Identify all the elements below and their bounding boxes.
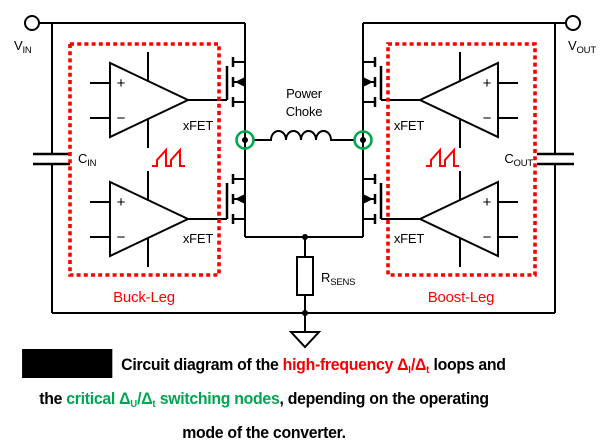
switch-node-left-marker <box>235 130 255 150</box>
resistor-body <box>296 256 314 296</box>
xfet-label-upper-right: xFET <box>394 118 425 133</box>
boost-leg-label: Boost-Leg <box>428 289 495 306</box>
inductor-coil <box>253 130 355 141</box>
green-circle-icon <box>235 130 255 150</box>
rsens-label: RSENS <box>321 270 355 288</box>
switch-node-right-marker <box>353 130 373 150</box>
boost-leg-box <box>386 42 537 277</box>
minus-label: − <box>483 229 492 246</box>
xfet-label-lower-left: xFET <box>183 231 214 246</box>
gate-driver-upper-left: + − <box>90 52 191 148</box>
output-rail <box>363 15 581 313</box>
plus-label: + <box>117 75 126 92</box>
mosfet-lower-left <box>188 174 245 224</box>
caption-text: Circuit diagram of the high-frequency ΔI… <box>121 356 506 376</box>
gate-driver-lower-left: + − <box>90 171 191 267</box>
vin-terminal <box>24 15 40 31</box>
caption-line-1: Circuit diagram of the high-frequency ΔI… <box>11 349 518 385</box>
amp-triangle <box>109 61 191 139</box>
plus-label: + <box>483 75 492 92</box>
amp-triangle <box>417 61 499 139</box>
cout-capacitor <box>537 152 574 166</box>
xfet-label-upper-left: xFET <box>183 118 214 133</box>
amp-triangle <box>417 180 499 258</box>
fet-body-arrow <box>364 194 373 204</box>
vout-label: VOUT <box>568 38 596 56</box>
minus-label: − <box>117 229 126 246</box>
buck-leg-label: Buck-Leg <box>113 289 175 306</box>
junction-dot <box>242 137 248 143</box>
pwm-waveform-right-icon <box>426 147 459 167</box>
vout-terminal <box>565 15 581 31</box>
input-rail <box>24 15 245 313</box>
green-circle-icon <box>353 130 373 150</box>
rsens-resistor <box>296 234 314 316</box>
gate-driver-lower-right: + − <box>417 171 518 267</box>
pwm-waveform-left-icon <box>152 147 185 167</box>
ground-triangle-icon <box>288 331 322 349</box>
choke-label-line2: Choke <box>286 104 323 119</box>
choke-label-line1: Power <box>286 86 323 101</box>
caption-line-2: the critical ΔU/Δt switching nodes, depe… <box>39 390 489 410</box>
plus-label: + <box>483 194 492 211</box>
gate-driver-upper-right: + − <box>417 52 518 148</box>
figure-caption: Circuit diagram of the high-frequency ΔI… <box>0 349 528 447</box>
cin-label: CIN <box>78 151 97 169</box>
power-choke-inductor <box>253 130 355 141</box>
fet-body-arrow <box>235 194 244 204</box>
minus-label: − <box>117 110 126 127</box>
redacted-figure-number <box>22 349 113 378</box>
buck-leg-box <box>68 42 221 277</box>
cout-label: COUT <box>504 151 533 169</box>
cin-capacitor <box>33 152 70 166</box>
xfet-label-lower-right: xFET <box>394 231 425 246</box>
amp-triangle <box>109 180 191 258</box>
caption-line-3: mode of the converter. <box>182 424 346 442</box>
junction-dot <box>360 137 366 143</box>
minus-label: − <box>483 110 492 127</box>
mosfet-lower-right <box>363 174 420 224</box>
fet-body-arrow <box>235 77 244 87</box>
fet-body-arrow <box>364 77 373 87</box>
ground-symbol <box>288 313 322 349</box>
circuit-diagram: + − + − + − + − <box>14 15 597 349</box>
vin-label: VIN <box>14 38 32 56</box>
mosfet-upper-right <box>363 57 420 107</box>
mosfet-upper-left <box>188 57 245 107</box>
plus-label: + <box>117 194 126 211</box>
